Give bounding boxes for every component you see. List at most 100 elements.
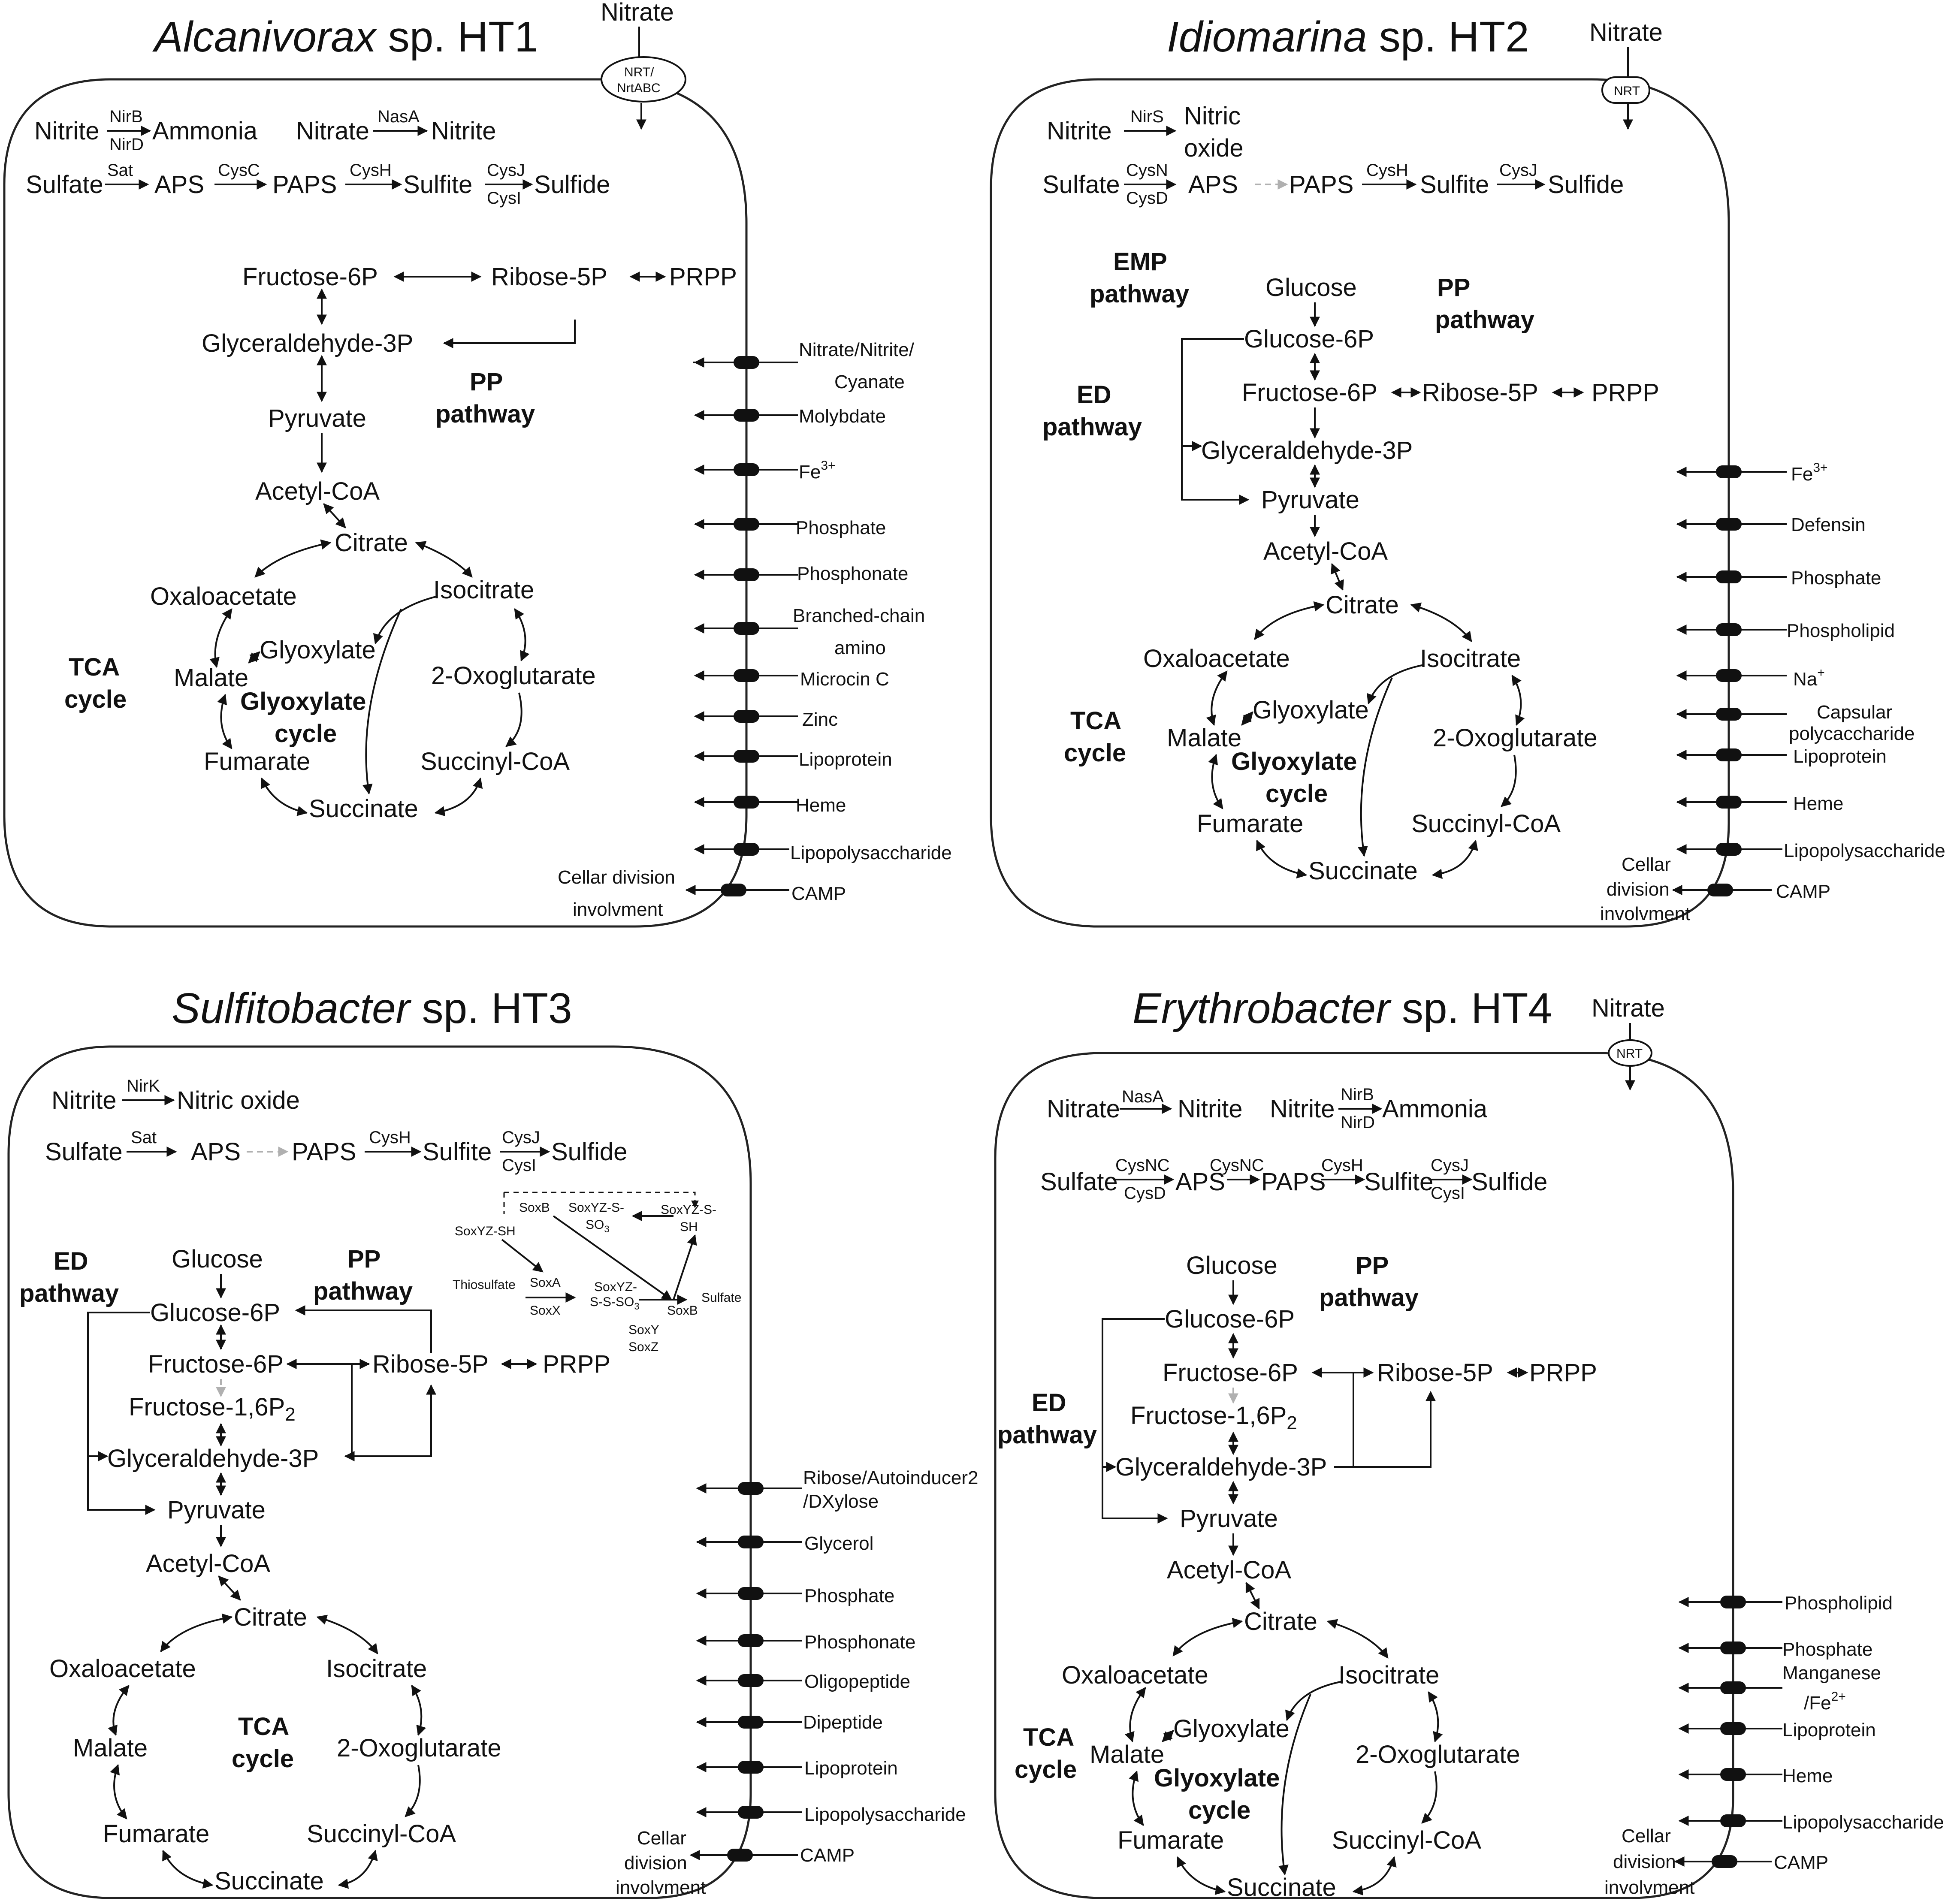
cell-division-label-3: involvment bbox=[1604, 1877, 1694, 1898]
transport-lps: Lipopolysaccharide bbox=[804, 1804, 966, 1825]
2og-succinylcoa-arrow bbox=[505, 692, 522, 747]
pathway-glyoxylate-2: cycle bbox=[275, 720, 337, 748]
fumarate-succinate-arrow bbox=[261, 777, 308, 816]
metab-succinate: Succinate bbox=[214, 1867, 324, 1895]
metab-glyoxylate: Glyoxylate bbox=[1173, 1715, 1290, 1743]
metab-succinylcoa: Succinyl-CoA bbox=[420, 748, 570, 775]
metab-isocitrate: Isocitrate bbox=[1338, 1661, 1439, 1689]
transport-phospholipid: Phospholipid bbox=[1785, 1593, 1893, 1614]
transport-capsular: Capsular bbox=[1817, 702, 1892, 723]
metab-ribose-5p: Ribose-5P bbox=[1377, 1359, 1493, 1387]
metab-prpp: PRPP bbox=[543, 1350, 610, 1378]
metab-malate: Malate bbox=[1167, 724, 1241, 752]
pathway-tca-2: cycle bbox=[1064, 739, 1126, 767]
enz-cysn: CysN bbox=[1126, 161, 1168, 180]
metab-oxide: oxide bbox=[1184, 134, 1244, 162]
sox-soxb-2: SoxB bbox=[667, 1304, 698, 1318]
pathway-glyoxylate: Glyoxylate bbox=[1231, 748, 1357, 775]
citrate-isocitrate-arrow bbox=[1410, 602, 1472, 642]
fumarate-succinate-arrow bbox=[162, 1850, 214, 1889]
sox-system: SoxB SoxYZ-S- SO3 SoxYZ-S- SH SoxYZ-SH T… bbox=[453, 1192, 741, 1354]
metab-malate: Malate bbox=[73, 1734, 148, 1762]
oaa-malate-arrow bbox=[108, 1685, 130, 1736]
transport-heme: Heme bbox=[1782, 1765, 1833, 1786]
transport-cyanate: Cyanate bbox=[834, 371, 905, 392]
metab-sulfate: Sulfate bbox=[45, 1138, 123, 1166]
cell-boundary bbox=[7, 1045, 752, 1899]
transport-heme: Heme bbox=[1793, 793, 1843, 814]
transport-phosphate: Phosphate bbox=[1791, 567, 1881, 588]
metab-succinate: Succinate bbox=[1227, 1874, 1336, 1901]
pathway-ed: ED bbox=[1032, 1389, 1066, 1417]
metab-sulfite: Sulfite bbox=[1364, 1168, 1433, 1196]
metab-fructose-6p: Fructose-6P bbox=[1242, 379, 1377, 407]
transport-manganese: Manganese bbox=[1782, 1663, 1881, 1684]
panel-title: Idiomarina sp. HT2 bbox=[1167, 13, 1529, 61]
pathway-glyoxylate: Glyoxylate bbox=[240, 688, 366, 715]
pathway-pp-2: pathway bbox=[1435, 306, 1534, 334]
f6p-gap-link bbox=[345, 1364, 353, 1457]
enz-cysnc: CysNC bbox=[1115, 1156, 1170, 1175]
metab-sulfite: Sulfite bbox=[1420, 171, 1489, 199]
oaa-malate-arrow bbox=[1124, 1687, 1146, 1743]
metab-malate: Malate bbox=[174, 664, 248, 692]
pathway-glyoxylate-2: cycle bbox=[1188, 1796, 1250, 1824]
pathway-ed-2: pathway bbox=[19, 1279, 119, 1307]
metab-fbp: Fructose-1,6P2 bbox=[1130, 1402, 1297, 1433]
transport-oligopeptide: Oligopeptide bbox=[804, 1671, 910, 1692]
metab-acetylcoa: Acetyl-CoA bbox=[1263, 537, 1388, 565]
metab-ribose-5p: Ribose-5P bbox=[491, 263, 607, 291]
metab-fumarate: Fumarate bbox=[1117, 1826, 1224, 1854]
metab-malate: Malate bbox=[1090, 1741, 1164, 1768]
metab-sulfide: Sulfide bbox=[1548, 171, 1624, 199]
isocitrate-succinate-arrow bbox=[362, 609, 402, 795]
metab-2-oxoglutarate: 2-Oxoglutarate bbox=[337, 1734, 501, 1762]
ed-bypass-arrow bbox=[1181, 338, 1250, 505]
pathway-glyoxylate: Glyoxylate bbox=[1154, 1764, 1280, 1792]
transport-phospholipid: Phospholipid bbox=[1787, 620, 1895, 641]
pathway-glyoxylate-2: cycle bbox=[1265, 780, 1328, 808]
isocitrate-glyoxylate-arrow bbox=[1366, 664, 1425, 705]
sox-soxx: SoxX bbox=[530, 1304, 561, 1318]
oaa-malate-arrow bbox=[1206, 670, 1228, 726]
gap-r5p-arrow bbox=[1353, 1373, 1436, 1468]
metab-sulfate: Sulfate bbox=[1040, 1168, 1118, 1196]
glyoxylate-malate-arrow bbox=[248, 651, 260, 664]
metab-gap: Glyceraldehyde-3P bbox=[1115, 1453, 1327, 1481]
metab-isocitrate: Isocitrate bbox=[1420, 645, 1521, 673]
metab-2-oxoglutarate: 2-Oxoglutarate bbox=[431, 662, 596, 690]
metab-gap: Glyceraldehyde-3P bbox=[202, 329, 413, 357]
metab-paps: PAPS bbox=[272, 171, 337, 199]
g6p-r5p-arrow bbox=[295, 1305, 432, 1353]
cell-division-label-3: involvment bbox=[616, 1877, 706, 1898]
succinylcoa-succinate-arrow bbox=[1352, 1856, 1397, 1896]
enz-nirs: NirS bbox=[1130, 107, 1164, 126]
metab-nitric-oxide: Nitric oxide bbox=[177, 1086, 300, 1114]
metab-paps: PAPS bbox=[1289, 171, 1353, 199]
transport-lipoprotein: Lipoprotein bbox=[799, 749, 892, 770]
metab-sulfide: Sulfide bbox=[1471, 1168, 1547, 1196]
succinylcoa-succinate-arrow bbox=[338, 1850, 378, 1889]
metab-sulfate: Sulfate bbox=[26, 171, 103, 199]
sox-soxy: SoxY bbox=[628, 1323, 659, 1337]
transport-camp: CAMP bbox=[791, 883, 846, 904]
metab-citrate: Citrate bbox=[234, 1603, 307, 1631]
metab-ribose-5p: Ribose-5P bbox=[372, 1350, 489, 1378]
membrane-transporters: Nitrate/Nitrite/ Cyanate Molybdate Fe3+ … bbox=[558, 339, 952, 920]
cell-division-label-2: involvment bbox=[573, 899, 663, 920]
sox-soxyz-s-so3: SoxYZ-S- bbox=[568, 1201, 624, 1215]
metab-prpp: PRPP bbox=[1529, 1359, 1597, 1387]
fumarate-succinate-arrow bbox=[1177, 1856, 1226, 1895]
metab-glyoxylate: Glyoxylate bbox=[1253, 696, 1369, 724]
transport-dxylose: /DXylose bbox=[803, 1491, 879, 1512]
membrane-transporters: Phospholipid Phosphate Manganese /Fe2+ L… bbox=[1604, 1593, 1944, 1898]
enz-cysh: CysH bbox=[350, 161, 392, 180]
metab-oxaloacetate: Oxaloacetate bbox=[1062, 1661, 1208, 1689]
enz-cysd: CysD bbox=[1126, 189, 1168, 208]
metab-isocitrate: Isocitrate bbox=[326, 1655, 427, 1683]
gap-r5p-arrow bbox=[344, 1384, 436, 1461]
glyoxylate-malate-arrow bbox=[1162, 1730, 1174, 1742]
citrate-oaa-arrow bbox=[254, 539, 332, 578]
malate-fumarate-arrow bbox=[1208, 754, 1223, 809]
sox-s-s-so3: S-S-SO3 bbox=[590, 1295, 640, 1312]
